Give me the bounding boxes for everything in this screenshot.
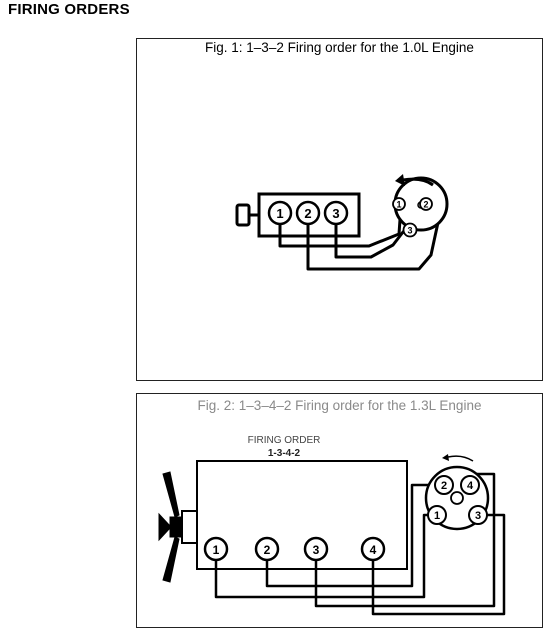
distributor-terminal-1: 1 [392,197,406,211]
distributor-terminal-3: 3 [468,505,488,525]
cylinder-4: 4 [360,536,386,562]
distributor-cap: 2 4 1 3 [424,465,490,531]
terminal-3-label: 3 [475,510,481,522]
cylinder-2: 2 [295,200,321,226]
firing-order-title: FIRING ORDER [248,435,321,446]
figure-1-caption: Fig. 1: 1–3–2 Firing order for the 1.0L … [205,40,474,55]
terminal-2-label: 2 [441,480,447,492]
cylinder-2: 2 [254,536,280,562]
terminal-4-label: 4 [467,480,474,492]
cylinder-2-label: 2 [304,206,311,221]
figure-1: Fig. 1: 1–3–2 Firing order for the 1.0L … [136,38,543,381]
terminal-3-label: 3 [407,226,412,236]
cylinder-3: 3 [303,536,329,562]
figure-2-diagram: FIRING ORDER 1-3-4-2 1 2 [158,435,506,616]
engine-block [196,460,408,570]
counterclockwise-arrow-icon [442,454,474,462]
figure-2-caption: Fig. 2: 1–3–4–2 Firing order for the 1.3… [197,398,482,413]
crank-pulley-icon [235,203,259,227]
counterclockwise-arrow-icon [395,174,434,187]
page-heading: FIRING ORDERS [8,1,130,18]
distributor-terminal-3: 3 [402,222,418,238]
terminal-1-label: 1 [396,200,401,210]
cylinder-3: 3 [323,200,349,226]
terminal-2-label: 2 [423,200,428,210]
distributor-terminal-4: 4 [460,475,480,495]
cylinder-1: 1 [267,200,293,226]
cylinder-3-label: 3 [313,543,320,557]
figure-1-diagram: 1 2 3 1 2 [235,174,449,271]
cylinder-4-label: 4 [370,543,377,557]
cylinder-1-label: 1 [276,206,283,221]
terminal-1-label: 1 [434,510,440,522]
cylinder-3-label: 3 [332,206,339,221]
figure-2: Fig. 2: 1–3–4–2 Firing order for the 1.3… [136,393,543,628]
distributor-cap: 1 2 3 [392,176,449,238]
distributor-terminal-2: 2 [419,197,433,211]
cooling-fan-icon [158,471,198,583]
firing-order-sequence: 1-3-4-2 [268,448,301,459]
distributor-terminal-2: 2 [434,475,454,495]
distributor-terminal-1: 1 [427,505,447,525]
cylinder-1: 1 [203,536,229,562]
cylinder-1-label: 1 [213,543,220,557]
cylinder-2-label: 2 [264,543,271,557]
